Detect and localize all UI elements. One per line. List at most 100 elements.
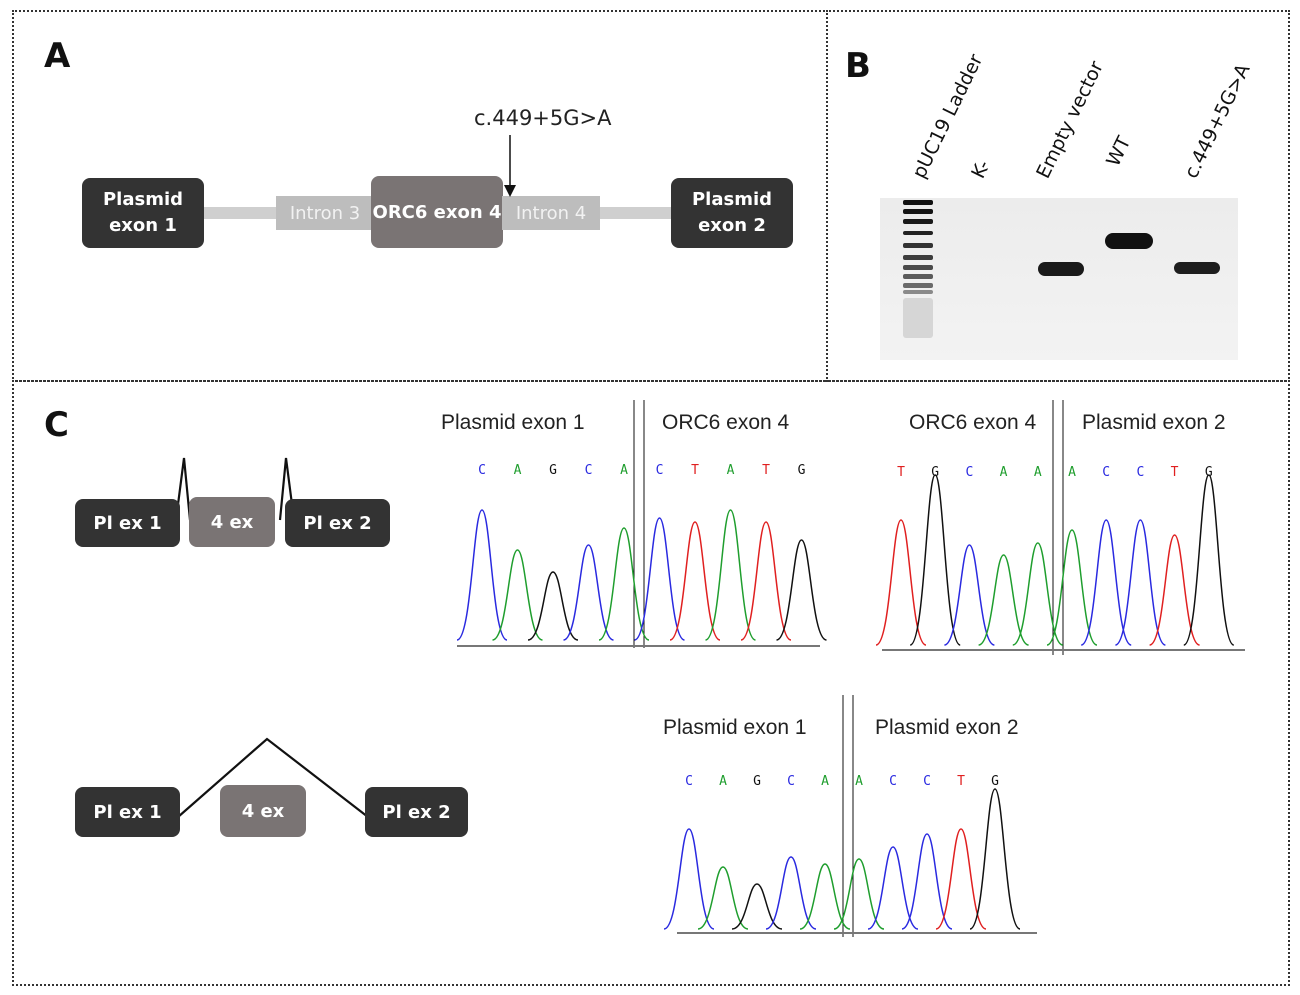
band-wt <box>1105 233 1153 249</box>
base-call: A <box>514 463 522 478</box>
band-variant <box>1174 262 1220 274</box>
base-call: T <box>1171 465 1179 480</box>
trace-peak <box>456 509 508 641</box>
base-call: C <box>656 463 664 478</box>
trace-peak <box>663 828 715 930</box>
normal-pl-ex1-label: Pl ex 1 <box>93 512 162 534</box>
orc6-exon-4-box: ORC6 exon 4 <box>371 176 503 248</box>
base-call: C <box>478 463 486 478</box>
trace-peaks <box>875 474 1235 646</box>
trace-peak <box>563 544 614 641</box>
base-call: A <box>855 774 863 789</box>
skip-ex4-box: 4 ex <box>220 785 306 837</box>
plasmid-exon-1-line2: exon 1 <box>109 215 177 236</box>
base-call: A <box>719 774 727 789</box>
intron-4-label: Intron 4 <box>515 202 587 224</box>
plasmid-exon-2-box: Plasmid exon 2 <box>671 178 793 248</box>
agarose-gel-image <box>880 198 1238 360</box>
base-call: C <box>685 774 693 789</box>
band-empty-vector <box>1038 262 1084 276</box>
trace-peak <box>867 846 919 930</box>
panel-b-label: B <box>845 46 871 86</box>
base-call: T <box>957 774 965 789</box>
base-call: G <box>1205 465 1213 480</box>
variant-label: c.449+5G>A <box>474 106 612 130</box>
base-call: G <box>798 463 806 478</box>
trace-peak <box>1012 542 1064 646</box>
base-call: C <box>585 463 593 478</box>
trace-peak <box>833 858 885 930</box>
skip-pl-ex1-box: Pl ex 1 <box>75 787 180 837</box>
base-call: A <box>1034 465 1042 480</box>
trace-peak <box>1080 519 1132 646</box>
chroma1-left-title: Plasmid exon 1 <box>441 411 585 434</box>
variant-arrow-icon <box>504 135 516 197</box>
trace-peak <box>669 521 721 641</box>
normal-pl-ex2-label: Pl ex 2 <box>303 512 372 534</box>
normal-ex4-box: 4 ex <box>189 497 275 547</box>
chroma2-left-title: ORC6 exon 4 <box>909 411 1037 434</box>
intron-3-label: Intron 3 <box>289 202 361 224</box>
trace-peak <box>705 509 756 641</box>
trace-peak <box>697 866 749 930</box>
base-call: G <box>991 774 999 789</box>
plasmid-exon-2-line1: Plasmid <box>691 189 773 210</box>
trace-peaks <box>663 788 1021 930</box>
orc6-exon-4-label: ORC6 exon 4 <box>372 201 502 223</box>
plasmid-exon-1-box: Plasmid exon 1 <box>82 178 204 248</box>
chroma2-right-title: Plasmid exon 2 <box>1082 411 1226 434</box>
trace-peak <box>731 883 783 930</box>
plasmid-exon-1-line1: Plasmid <box>102 189 184 210</box>
trace-peaks <box>456 509 827 641</box>
normal-ex4-label: 4 ex <box>210 511 254 533</box>
plasmid-exon-2-line2: exon 2 <box>698 215 766 236</box>
ladder-bands <box>903 200 933 338</box>
trace-peak <box>1149 534 1200 646</box>
base-call: G <box>753 774 761 789</box>
chroma3-left-title: Plasmid exon 1 <box>663 716 807 739</box>
base-call: T <box>691 463 699 478</box>
base-call: A <box>620 463 628 478</box>
trace-peak <box>1115 519 1166 646</box>
intron-3-box: Intron 3 <box>276 196 374 230</box>
trace-peak <box>944 544 995 646</box>
skip-pl-ex2-box: Pl ex 2 <box>365 787 468 837</box>
normal-pl-ex2-box: Pl ex 2 <box>285 499 390 547</box>
normal-pl-ex1-box: Pl ex 1 <box>75 499 180 547</box>
trace-peak <box>598 527 650 641</box>
trace-peak <box>935 828 987 930</box>
panel-a-label: A <box>44 36 71 76</box>
base-call: T <box>762 463 770 478</box>
base-call: C <box>1102 465 1110 480</box>
intron-4-box: Intron 4 <box>502 196 600 230</box>
chroma3-right-title: Plasmid exon 2 <box>875 716 1019 739</box>
trace-peak <box>799 863 851 930</box>
chroma1-right-title: ORC6 exon 4 <box>662 411 790 434</box>
trace-peak <box>1046 529 1098 646</box>
base-call: A <box>1068 465 1076 480</box>
trace-peak <box>875 519 927 646</box>
base-call: A <box>727 463 735 478</box>
base-call: C <box>787 774 795 789</box>
construct-backbone-left <box>200 207 280 219</box>
trace-peak <box>909 474 961 646</box>
panel-c-frame <box>12 380 1290 986</box>
trace-peak <box>765 856 817 930</box>
trace-peak <box>1183 474 1235 646</box>
base-call: C <box>1136 465 1144 480</box>
trace-peak <box>901 833 953 930</box>
trace-peak <box>740 521 792 641</box>
skip-ex4-label: 4 ex <box>241 800 285 822</box>
base-call: C <box>889 774 897 789</box>
base-call: C <box>923 774 931 789</box>
construct-backbone-right <box>598 207 674 219</box>
trace-peak <box>776 539 827 641</box>
trace-peak <box>492 549 543 641</box>
skip-pl-ex1-label: Pl ex 1 <box>93 801 162 823</box>
skip-pl-ex2-label: Pl ex 2 <box>382 801 451 823</box>
